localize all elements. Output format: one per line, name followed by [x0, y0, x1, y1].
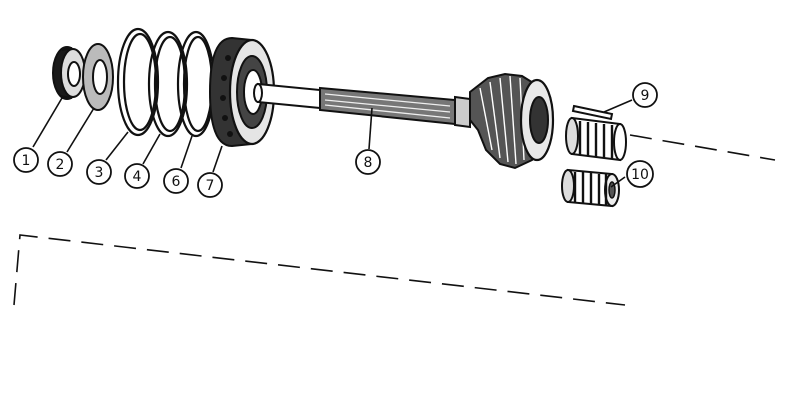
leader-4: [142, 133, 161, 165]
part-3-ring: [116, 27, 160, 137]
callout-10: 10: [626, 160, 654, 188]
callout-4-label: 4: [133, 169, 142, 185]
axis-dash-right: [629, 134, 776, 161]
callout-1-label: 1: [22, 153, 31, 169]
part-1-nut: [52, 46, 86, 100]
callout-7: 7: [197, 172, 223, 198]
callout-6-label: 6: [172, 174, 181, 190]
leader-3: [105, 131, 129, 161]
needle-roller-cage-upper: [565, 116, 627, 162]
part-10-needle-bearing: [561, 168, 620, 208]
callout-2-label: 2: [56, 157, 65, 173]
callout-9-label: 9: [641, 88, 650, 104]
callout-9: 9: [632, 82, 658, 108]
callout-10-label: 10: [631, 167, 649, 183]
part-7-bearing: [208, 36, 276, 148]
part-4-ring: [147, 30, 189, 138]
callout-6: 6: [163, 168, 189, 194]
callout-8-label: 8: [364, 155, 373, 171]
leader-9: [603, 99, 633, 113]
leader-10: [610, 176, 626, 188]
frame-dash-lower: [13, 234, 626, 306]
leader-2: [66, 107, 95, 153]
callout-7-label: 7: [206, 178, 215, 194]
leader-8: [368, 107, 373, 150]
callout-8: 8: [355, 149, 381, 175]
part-8-shaft: [253, 72, 555, 170]
callout-3-label: 3: [95, 165, 104, 181]
dashed-guide-lines: [13, 134, 776, 306]
leader-lines: [32, 97, 633, 188]
part-6-ring: [176, 30, 216, 138]
part-2-washer: [82, 43, 114, 111]
part-9-pin: [571, 104, 614, 121]
callout-2: 2: [47, 151, 73, 177]
callout-1: 1: [13, 147, 39, 173]
callout-3: 3: [86, 159, 112, 185]
callout-4: 4: [124, 163, 150, 189]
leader-1: [32, 97, 63, 148]
leader-6: [180, 135, 193, 169]
leader-7: [212, 145, 223, 173]
